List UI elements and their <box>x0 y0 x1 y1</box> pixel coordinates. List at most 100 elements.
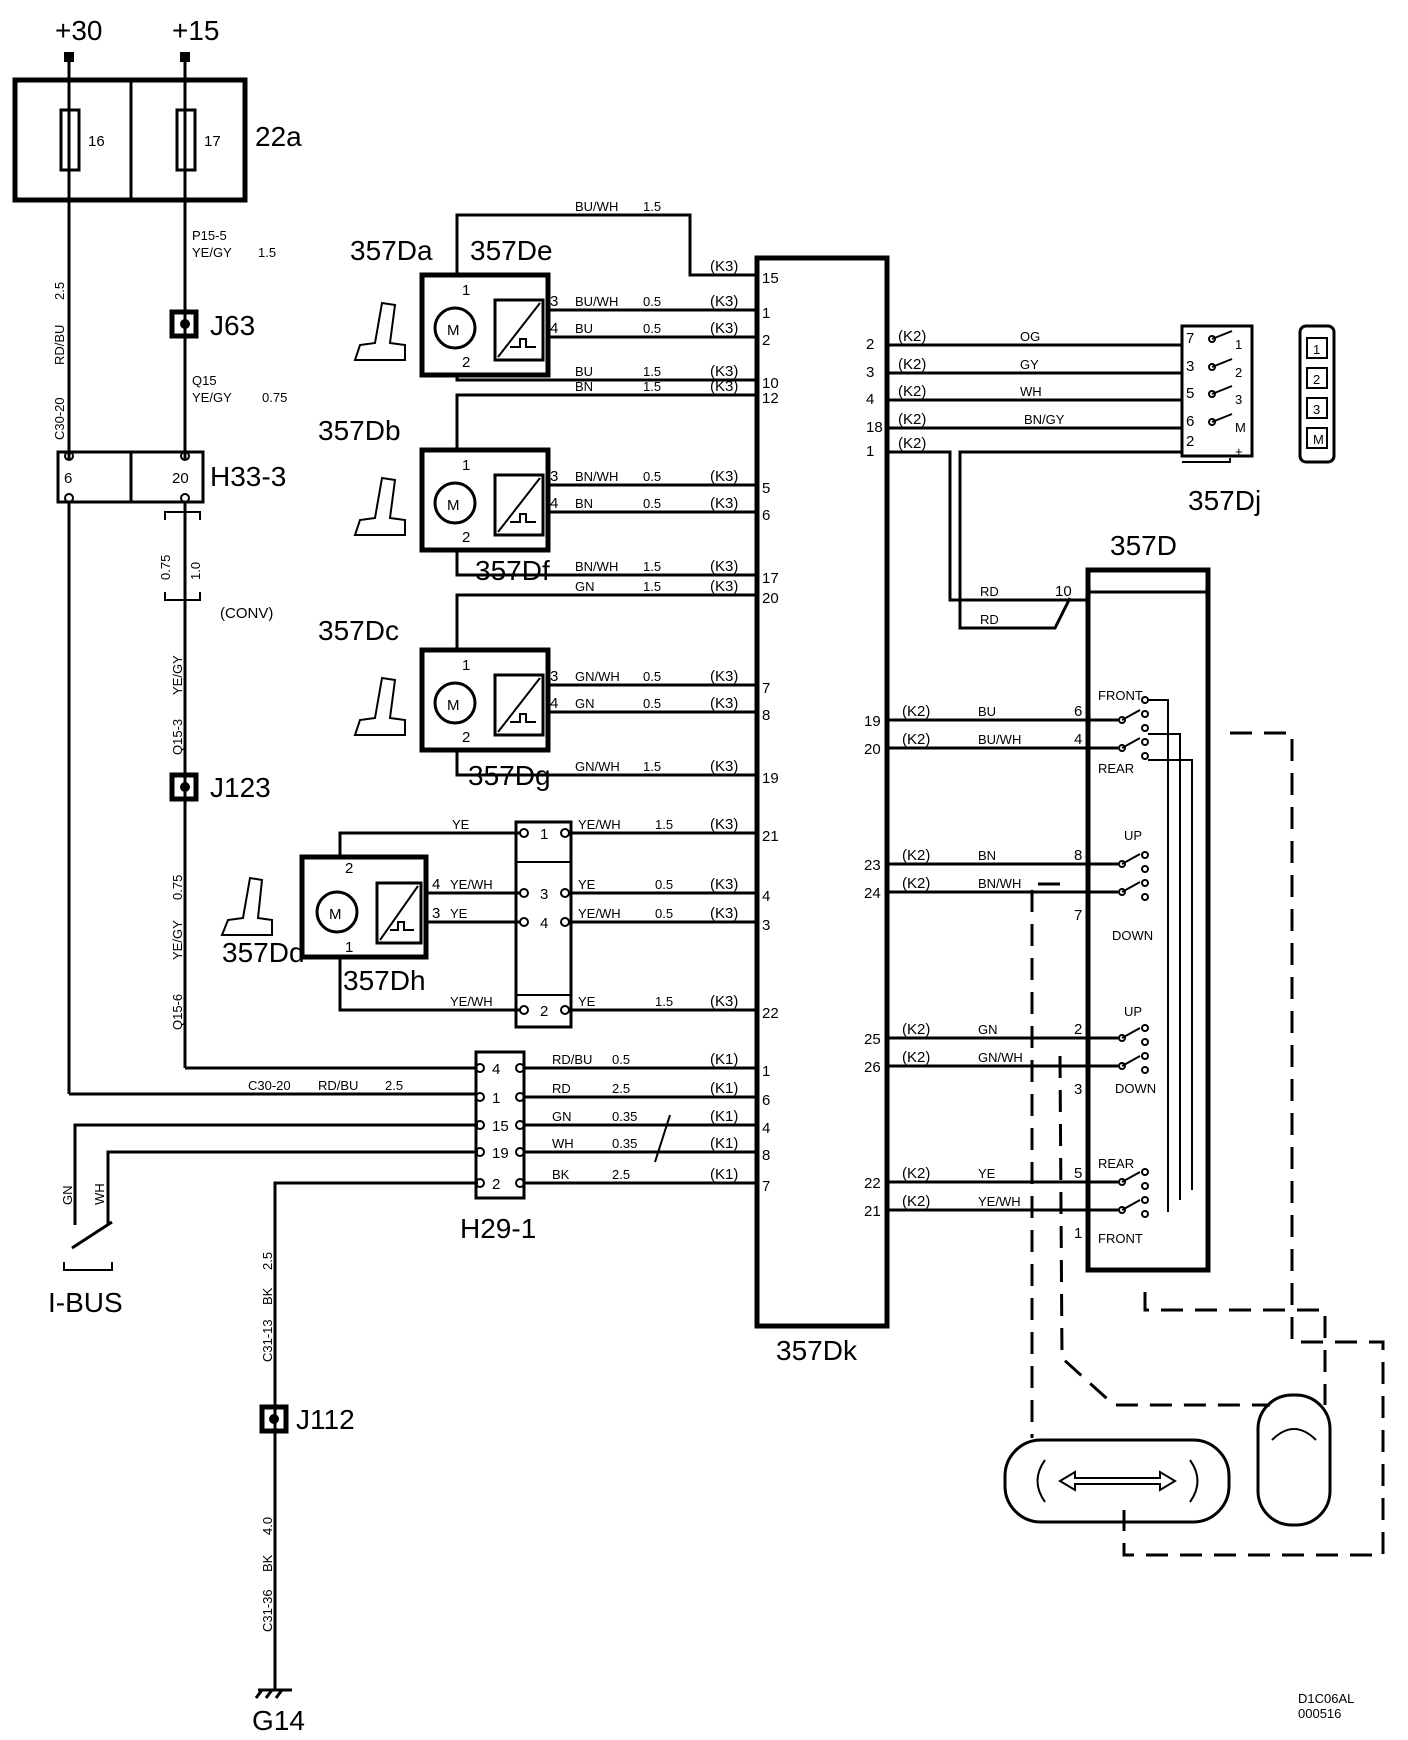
wire-conn: (K3) <box>710 378 738 395</box>
memory-key: 1 <box>1313 342 1320 357</box>
motor-pin-top: 1 <box>462 457 470 474</box>
wire-color: BU <box>575 321 593 336</box>
wire-size: 1.5 <box>655 994 673 1009</box>
connector-dd <box>514 820 573 1029</box>
wire-conn: (K3) <box>710 558 738 575</box>
ecu-pin: 19 <box>762 770 779 787</box>
junction-j112-label: J112 <box>296 1404 355 1435</box>
wire-conn: (K2) <box>902 1165 930 1182</box>
ecu-pin: 2 <box>762 332 770 349</box>
wire-color: BU <box>978 704 996 719</box>
wire-size: 1.5 <box>655 817 673 832</box>
wire-color: BN <box>575 379 593 394</box>
wire-conn: (K2) <box>902 847 930 864</box>
wire-conn: (K1) <box>710 1166 738 1183</box>
wire-label-c3020: C30-20 <box>52 397 67 440</box>
wire-size: 0.5 <box>655 906 673 921</box>
switch-pin: 1 <box>1074 1225 1082 1242</box>
backrest-knob-icon <box>1256 1393 1332 1527</box>
wire-size: 1.5 <box>643 759 661 774</box>
seat-switch-label: 357D <box>1110 530 1177 561</box>
motor-icon <box>433 681 477 725</box>
motor-symbol: M <box>447 322 460 339</box>
label-db: 357Db <box>318 415 401 446</box>
wire-color: YE <box>978 1166 996 1181</box>
ecu-pin: 18 <box>866 419 883 436</box>
connector-h29-label: H29-1 <box>460 1213 536 1244</box>
ecu-pin: 20 <box>864 741 881 758</box>
wire-conn: (K2) <box>902 703 930 720</box>
wire-conn: (K3) <box>710 668 738 685</box>
connector-pin: 2 <box>540 1003 548 1020</box>
wire-size: 0.5 <box>655 877 673 892</box>
wire-size: 2.5 <box>612 1081 630 1096</box>
wire-label-rdbu: RD/BU <box>52 325 67 365</box>
switch-label-down: DOWN <box>1112 928 1153 943</box>
wire-label-p155: P15-5 <box>192 228 227 243</box>
wire-conn: (K3) <box>710 363 738 380</box>
switch-label-up: UP <box>1124 1004 1142 1019</box>
gnd-c3136: C31-36 <box>260 1589 275 1632</box>
motor-pin-bottom: 2 <box>462 354 470 371</box>
conv-size-b: 1.0 <box>188 562 203 580</box>
wire-color: WH <box>552 1136 574 1151</box>
h33-pin-b: 20 <box>172 470 189 487</box>
wire-size: 0.5 <box>643 496 661 511</box>
wire-conn: (K3) <box>710 320 738 337</box>
wire-label-q153: Q15-3 <box>170 719 185 755</box>
wire-color: RD <box>980 612 999 627</box>
wire-color: GN/WH <box>575 669 620 684</box>
wire-conn: (K1) <box>710 1051 738 1068</box>
gnd-size-b: 4.0 <box>260 1517 275 1535</box>
wire-color: RD/BU <box>318 1078 358 1093</box>
ecu-pin: 6 <box>762 507 770 524</box>
ecu-pin: 21 <box>864 1203 881 1220</box>
motor-symbol: M <box>329 906 342 923</box>
drawing-date: 000516 <box>1298 1706 1341 1721</box>
wire-size: 0.5 <box>643 321 661 336</box>
wire-color: GN/WH <box>978 1050 1023 1065</box>
dj-pin-right: + <box>1235 444 1243 459</box>
switch-pin: 6 <box>1074 703 1082 720</box>
ecu-pin: 3 <box>866 364 874 381</box>
wire-color: GN <box>978 1022 998 1037</box>
motor-pin-bottom: 2 <box>462 529 470 546</box>
ecu-357dk <box>754 255 890 1329</box>
wire-color: YE <box>578 877 596 892</box>
ecu-pin: 22 <box>762 1005 779 1022</box>
seat-icon <box>353 301 406 361</box>
h29-pin: 15 <box>492 1118 509 1135</box>
wire-conn: (K3) <box>710 905 738 922</box>
label-df: 357Df <box>475 555 550 586</box>
wire-size: 0.5 <box>643 294 661 309</box>
wire-color: YE/WH <box>578 817 621 832</box>
wire-color: BK <box>552 1167 570 1182</box>
connector-h33-label: H33-3 <box>210 461 286 492</box>
memory-switch-357dj <box>1180 324 1254 458</box>
wire-conn: (K3) <box>710 578 738 595</box>
label-357dd: 357Dd <box>222 937 305 968</box>
ground-symbol <box>254 1688 292 1699</box>
wire-color: RD <box>552 1081 571 1096</box>
wire-conn: (K2) <box>898 411 926 428</box>
switch-pin: 4 <box>1074 731 1082 748</box>
label-357dh: 357Dh <box>343 965 426 996</box>
ecu-pin: 3 <box>762 917 770 934</box>
ecu-357dk-label: 357Dk <box>776 1335 858 1366</box>
ground-label: G14 <box>252 1705 305 1736</box>
ecu-pin: 6 <box>762 1092 770 1109</box>
memory-key: M <box>1313 432 1324 447</box>
wire-color: GN <box>575 696 595 711</box>
fuse-16-label: 16 <box>88 133 105 150</box>
wire-color: YE <box>578 994 596 1009</box>
dj-pin-right: 1 <box>1235 337 1242 352</box>
junction-j123 <box>169 772 199 802</box>
ecu-pin: 1 <box>762 1063 770 1080</box>
h29-pin: 4 <box>492 1061 500 1078</box>
drawing-code: D1C06AL <box>1298 1691 1354 1706</box>
